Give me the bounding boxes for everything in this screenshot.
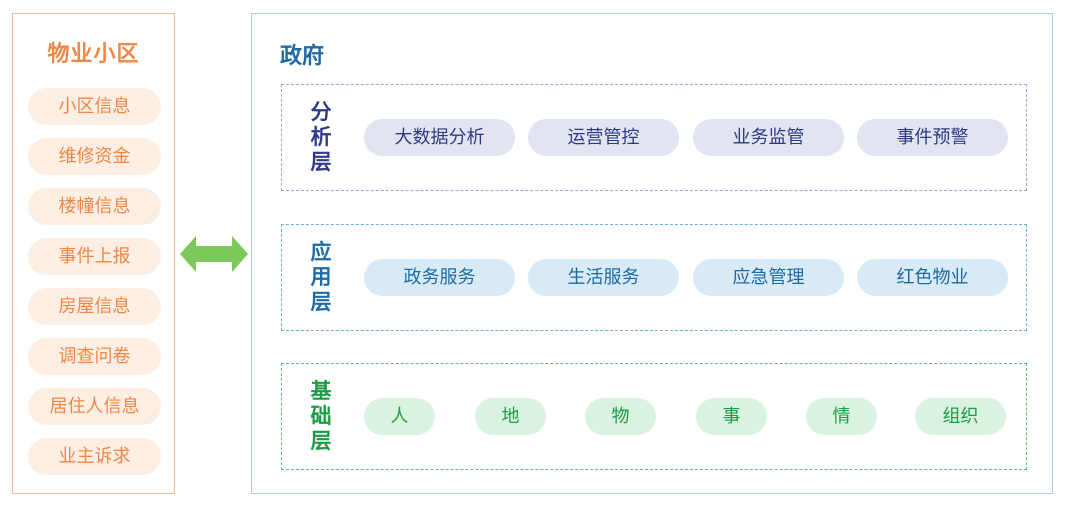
foundation-layer: 基 础 层 人 地 物 事 情 组织 — [281, 363, 1027, 470]
government-title: 政府 — [280, 44, 325, 69]
foundation-item-events: 事 — [696, 398, 767, 435]
community-item-house-info: 房屋信息 — [28, 288, 161, 325]
community-item-event-report: 事件上报 — [28, 238, 161, 275]
foundation-layer-label: 基 础 层 — [310, 379, 332, 453]
community-item-owner-appeal: 业主诉求 — [28, 438, 161, 475]
analysis-item-event-warning: 事件预警 — [857, 119, 1008, 156]
bidirectional-arrow-icon — [180, 236, 248, 272]
community-panel: 物业小区 小区信息 维修资金 楼幢信息 事件上报 房屋信息 调查问卷 居住人信息… — [12, 13, 175, 494]
community-item-resident-info: 居住人信息 — [28, 388, 161, 425]
foundation-item-situations: 情 — [806, 398, 877, 435]
community-title: 物业小区 — [47, 42, 140, 67]
analysis-layer-label: 分 析 层 — [310, 100, 332, 174]
application-item-government-services: 政务服务 — [364, 259, 515, 296]
application-layer: 应 用 层 政务服务 生活服务 应急管理 红色物业 — [281, 224, 1027, 331]
foundation-item-people: 人 — [364, 398, 435, 435]
foundation-item-land: 地 — [475, 398, 546, 435]
application-layer-label: 应 用 层 — [310, 240, 332, 314]
analysis-item-business-supervision: 业务监管 — [693, 119, 844, 156]
application-item-life-services: 生活服务 — [528, 259, 679, 296]
foundation-item-organizations: 组织 — [915, 398, 1006, 435]
analysis-layer: 分 析 层 大数据分析 运营管控 业务监管 事件预警 — [281, 84, 1027, 191]
application-item-emergency-management: 应急管理 — [693, 259, 844, 296]
community-item-survey: 调查问卷 — [28, 338, 161, 375]
community-item-community-info: 小区信息 — [28, 88, 161, 125]
community-item-building-info: 楼幢信息 — [28, 188, 161, 225]
foundation-item-objects: 物 — [585, 398, 656, 435]
application-item-red-property: 红色物业 — [857, 259, 1008, 296]
community-item-maintenance-fund: 维修资金 — [28, 138, 161, 175]
analysis-item-operations-control: 运营管控 — [528, 119, 679, 156]
analysis-item-big-data: 大数据分析 — [364, 119, 515, 156]
government-panel: 政府 分 析 层 大数据分析 运营管控 业务监管 事件预警 应 用 层 政务服务… — [251, 13, 1053, 494]
